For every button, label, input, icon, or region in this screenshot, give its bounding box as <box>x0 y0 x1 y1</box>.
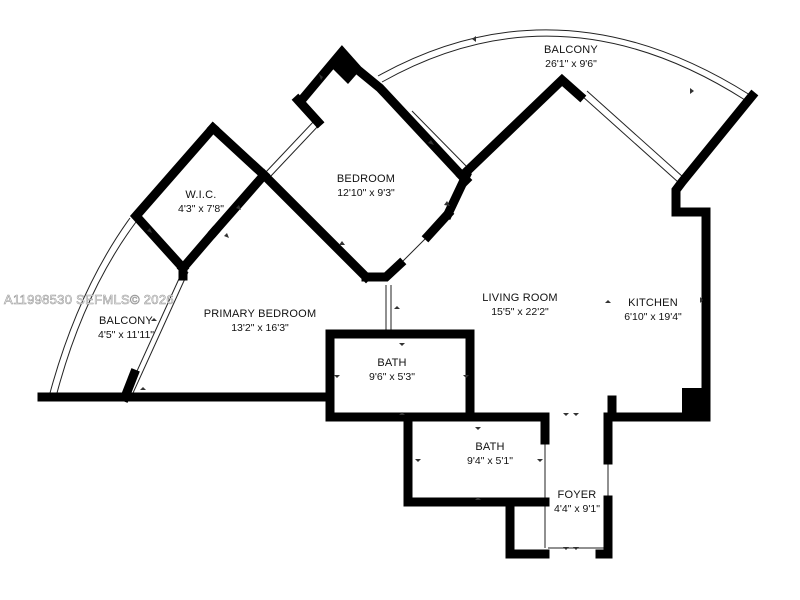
room-name: BATH <box>377 357 406 369</box>
room-dimensions: 26'1" x 9'6" <box>545 58 597 70</box>
room-dimensions: 13'2" x 16'3" <box>231 322 289 334</box>
room-name: BATH <box>475 441 504 453</box>
room-dimensions: 9'6" x 5'3" <box>369 371 415 383</box>
room-label-bath-2: BATH 9'4" x 5'1" <box>467 441 513 467</box>
room-label-balcony-top: BALCONY 26'1" x 9'6" <box>544 44 598 70</box>
room-dimensions: 4'4" x 9'1" <box>554 503 600 515</box>
room-dimensions: 6'10" x 19'4" <box>624 311 682 323</box>
room-name: KITCHEN <box>628 297 678 309</box>
balcony-railings <box>49 29 751 394</box>
room-dimensions: 9'4" x 5'1" <box>467 455 513 467</box>
room-dimensions: 4'3" x 7'8" <box>178 203 224 215</box>
room-label-wic: W.I.C. 4'3" x 7'8" <box>178 189 224 215</box>
room-name: BALCONY <box>544 44 598 56</box>
room-label-bath-1: BATH 9'6" x 5'3" <box>369 357 415 383</box>
room-label-kitchen: KITCHEN 6'10" x 19'4" <box>624 297 682 323</box>
room-label-foyer: FOYER 4'4" x 9'1" <box>554 489 600 515</box>
room-dimensions: 15'5" x 22'2" <box>491 306 549 318</box>
room-label-living-room: LIVING ROOM 15'5" x 22'2" <box>482 292 558 318</box>
room-label-balcony-left: BALCONY 4'5" x 11'11" <box>98 315 154 341</box>
columns <box>330 48 710 418</box>
room-name: FOYER <box>558 489 597 501</box>
dimension-ticks <box>140 36 703 550</box>
walls <box>37 45 759 559</box>
room-label-primary-bedroom: PRIMARY BEDROOM 13'2" x 16'3" <box>204 308 317 334</box>
room-name: BEDROOM <box>337 173 395 185</box>
room-label-bedroom: BEDROOM 12'10" x 9'3" <box>337 173 395 199</box>
room-dimensions: 4'5" x 11'11" <box>98 329 154 341</box>
room-dimensions: 12'10" x 9'3" <box>337 187 395 199</box>
room-name: PRIMARY BEDROOM <box>204 308 317 320</box>
room-name: LIVING ROOM <box>482 292 558 304</box>
room-name: BALCONY <box>99 315 153 327</box>
room-name: W.I.C. <box>185 189 216 201</box>
watermark-text: A11998530 SEFMLS© 2026 <box>4 292 174 307</box>
